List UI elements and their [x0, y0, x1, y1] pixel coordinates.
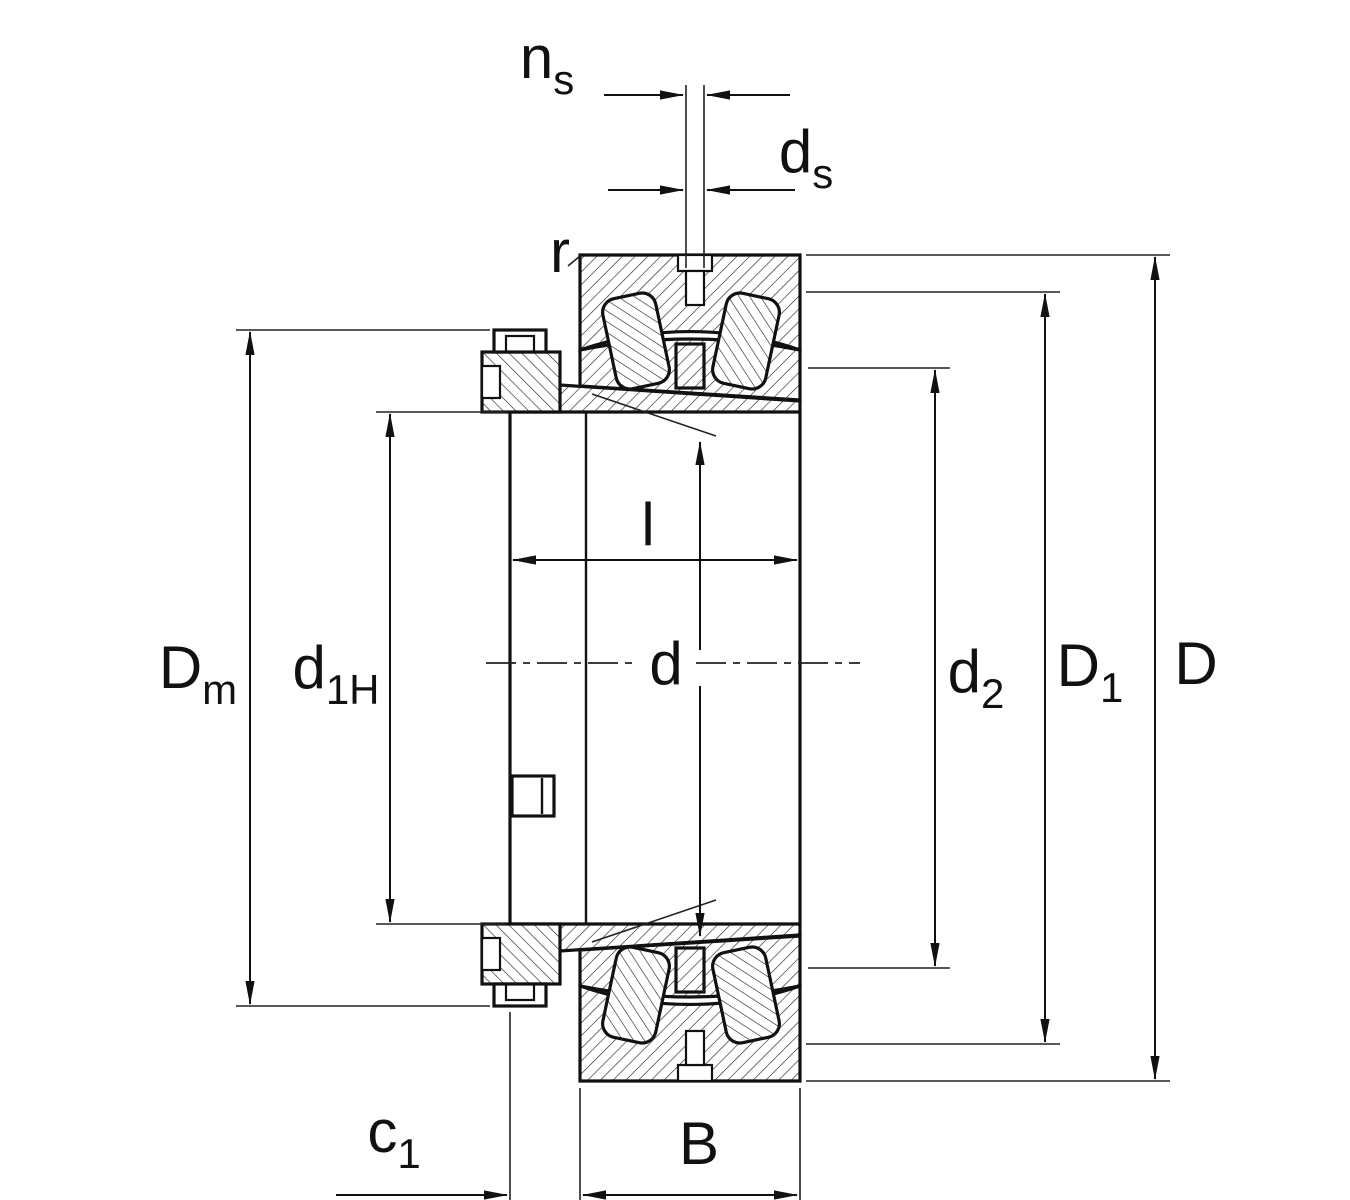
- label-d: d: [649, 630, 682, 697]
- adapter-sleeve-body: [508, 412, 802, 924]
- label-c1: c1: [367, 1098, 420, 1177]
- lubrication-hole-lines: [685, 85, 705, 268]
- lock-nut-bottom: [480, 922, 562, 1008]
- extension-lines: [236, 254, 1170, 1200]
- radius-leader: [567, 255, 581, 267]
- taper-leader-lines: [591, 393, 717, 943]
- label-d1H: d1H: [292, 634, 379, 713]
- label-l: l: [641, 491, 654, 558]
- label-d2: d2: [948, 638, 1005, 717]
- guide-ring-bottom: [674, 946, 706, 994]
- label-Dm: Dm: [159, 634, 237, 713]
- lock-nut-top: [480, 328, 562, 414]
- guide-ring-top: [674, 342, 706, 390]
- label-ns: ns: [520, 24, 574, 103]
- label-B: B: [679, 1110, 719, 1177]
- label-D1: D1: [1057, 632, 1124, 711]
- label-ds: ds: [779, 118, 833, 197]
- sleeve-slot-detail: [510, 774, 556, 818]
- label-D: D: [1174, 630, 1217, 697]
- label-r: r: [550, 218, 570, 285]
